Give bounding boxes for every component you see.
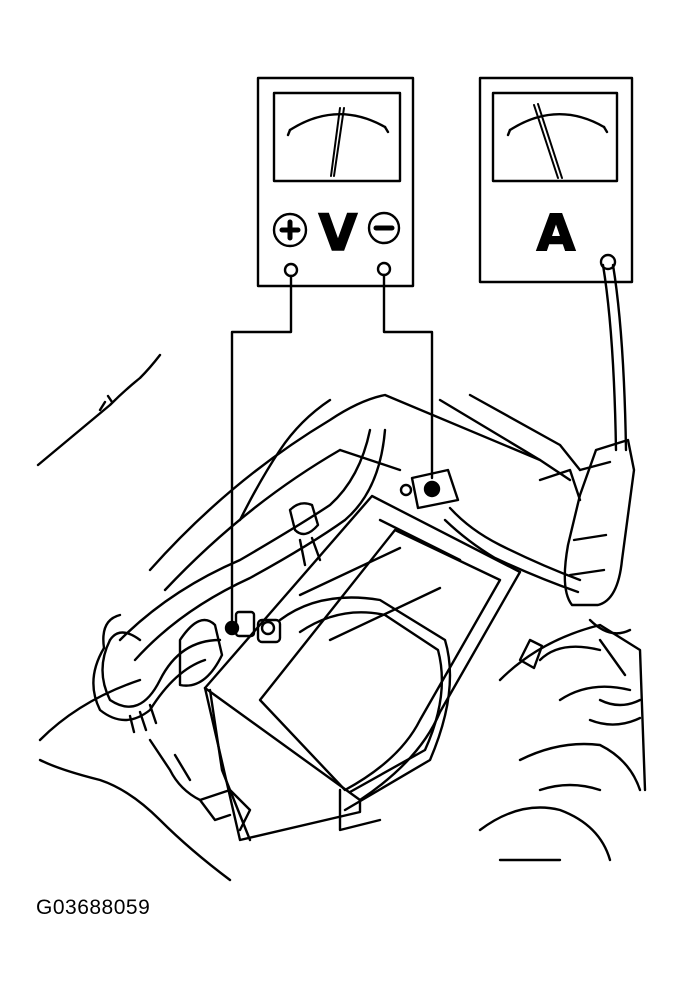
main-wiring-harness	[118, 428, 387, 662]
voltmeter-negative-jack	[376, 261, 392, 277]
fender-line	[36, 353, 162, 467]
battery	[203, 494, 522, 842]
battery-negative-terminal	[399, 468, 460, 510]
bulkhead-panel	[148, 393, 572, 572]
voltmeter	[256, 76, 415, 288]
inner-fender	[38, 678, 232, 882]
battery-support-bracket	[148, 738, 252, 832]
battery-side	[203, 686, 362, 842]
ammeter-housing	[478, 76, 634, 284]
battery-positive-terminal	[224, 610, 282, 644]
voltmeter-dial-window	[272, 91, 402, 183]
right-engine-components	[498, 623, 647, 792]
battery-top	[203, 494, 522, 802]
ammeter-scale-arc	[508, 113, 606, 132]
ammeter-jack	[599, 253, 617, 271]
voltmeter-negative-lead	[382, 273, 434, 480]
voltmeter-needle	[330, 107, 345, 177]
voltmeter-letter: V	[319, 204, 358, 262]
positive-cable-harness	[92, 638, 222, 722]
voltmeter-scale-arc	[288, 113, 387, 132]
positive-terminal-symbol	[272, 212, 308, 248]
ground-cable	[443, 506, 582, 594]
battery-tray	[208, 688, 382, 842]
ammeter-letter: A	[537, 204, 576, 262]
voltmeter-positive-jack	[283, 262, 299, 278]
ammeter-needle	[533, 103, 563, 179]
ammeter-dial-window	[491, 91, 619, 183]
battery-hold-down	[278, 596, 452, 812]
inductive-clamp	[563, 438, 636, 607]
ammeter	[478, 76, 634, 284]
voltmeter-housing	[256, 76, 415, 288]
negative-terminal-symbol	[367, 211, 401, 245]
figure-id-label: G03688059	[36, 896, 151, 919]
ammeter-cable	[601, 263, 628, 452]
voltmeter-positive-lead	[230, 274, 293, 627]
